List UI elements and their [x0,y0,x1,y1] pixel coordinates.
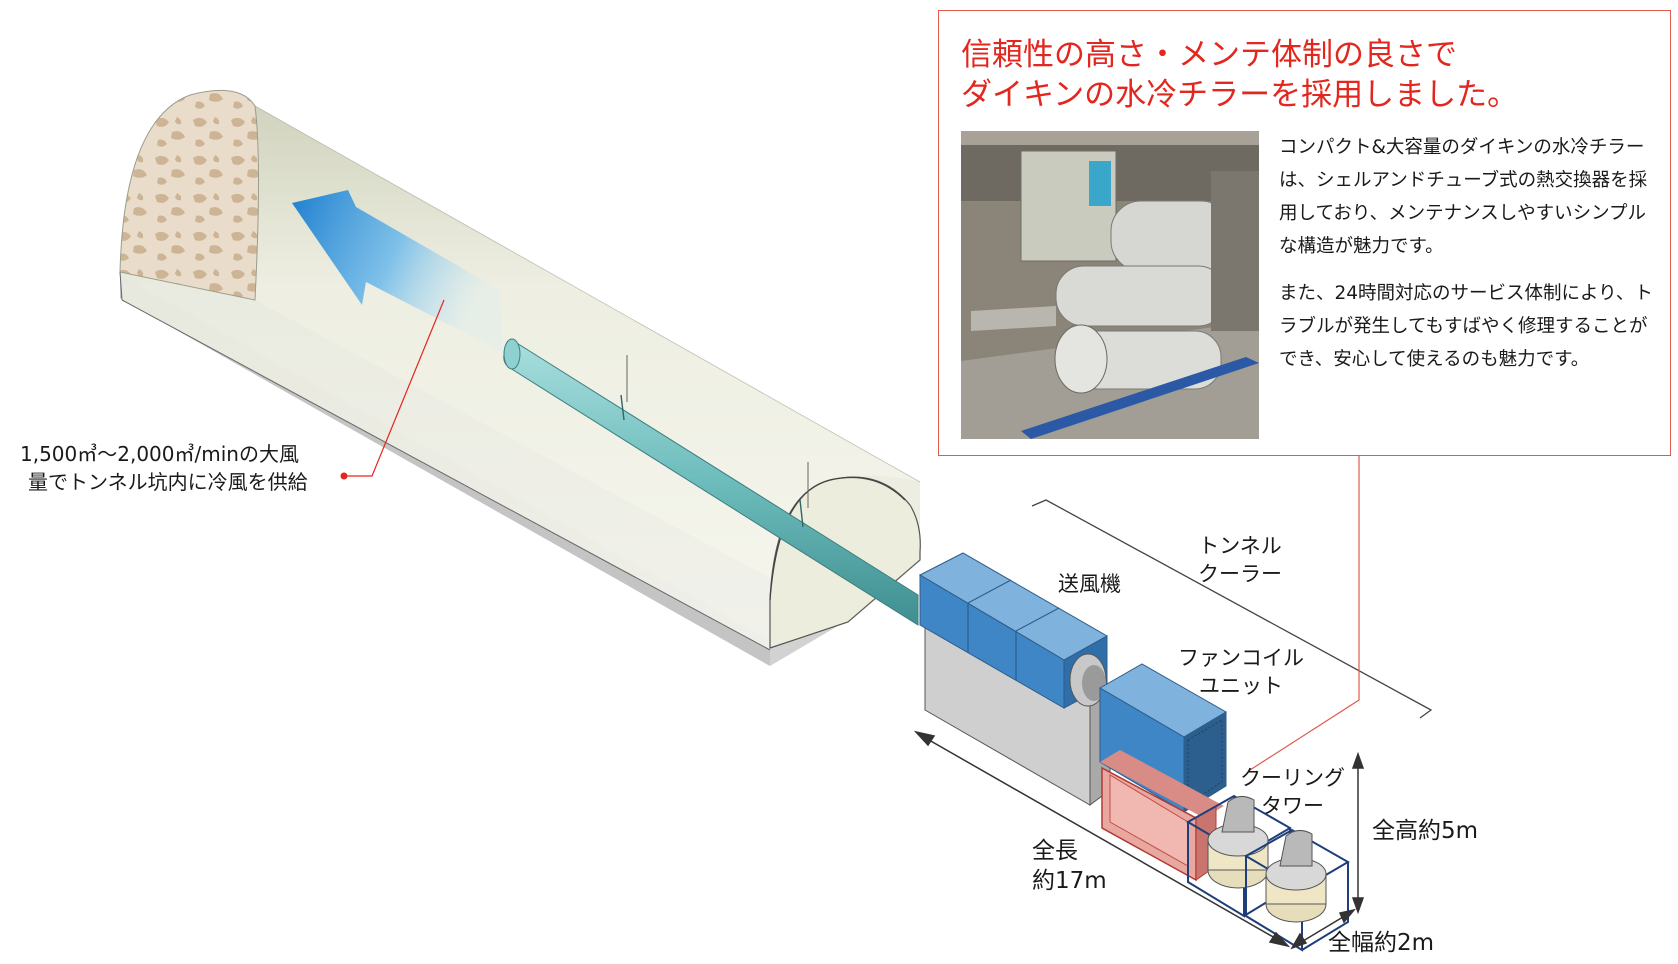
duct-end [503,338,521,370]
tower1-fan-hood [1221,796,1255,833]
tunnel-cooler-label-line2: クーラー [1198,562,1282,586]
blower-top-divider-1 [967,579,1012,604]
callout-body: コンパクト&大容量のダイキンの水冷チラーは、シェルアンドチューブ式の熱交換器を採… [1279,131,1659,390]
blower-top-divider-2 [1015,607,1060,632]
tunnel-portal-rim [769,476,906,601]
airflow-label-line2: 量でトンネル坑内に冷風を供給 [28,470,308,494]
airflow-label: 1,500㎥〜2,000㎥/minの大風 量でトンネル坑内に冷風を供給 [20,440,308,496]
tunnel-cooler-label: トンネル クーラー [1198,532,1282,588]
dimension-length [913,730,1291,948]
duct-joint-2 [799,499,804,528]
tunnel [119,89,921,666]
callout-title: 信頼性の高さ・メンテ体制の良さで ダイキンの水冷チラーを採用しました。 [961,35,1518,115]
fan-coil-label-line1: ファンコイル [1178,646,1304,670]
tunnel-cooler-bracket [1031,499,1433,719]
total-length-label-line2: 約17m [1032,868,1107,894]
callout-title-line2: ダイキンの水冷チラーを採用しました。 [961,77,1519,113]
cooling-tower-label-line2: タワー [1261,794,1324,818]
dimension-height [1351,751,1365,915]
tower2-fan-hood [1279,830,1313,867]
tunnel-cooler-label-line1: トンネル [1198,534,1282,558]
dimension-width [1290,908,1356,950]
total-width-label: 全幅約2m [1328,930,1435,956]
airflow-leader-dot [340,472,348,480]
callout-paragraph-2: また、24時間対応のサービス体制により、トラブルが発生してもすばやく修理すること… [1279,283,1653,370]
tunnel-top-line [254,105,921,483]
total-length-label: 全長 約17m [1032,836,1107,896]
callout-leader-line [1249,456,1360,771]
chiller-top [1100,750,1224,818]
tower1-frame [1185,794,1292,918]
chiller-box [1100,750,1224,882]
cooling-tower-2 [1243,828,1350,952]
callout-paragraph-1: コンパクト&大容量のダイキンの水冷チラーは、シェルアンドチューブ式の熱交換器を採… [1279,137,1648,257]
total-height-label: 全高約5m [1372,818,1479,844]
cold-air-arrow [292,190,502,352]
fan-coil-label-line2: ユニット [1199,674,1283,698]
cooling-towers [1185,794,1350,952]
duct-joint-1 [620,394,625,421]
airflow-label-line1: 1,500㎥〜2,000㎥/minの大風 [20,442,299,466]
tower2-frame [1243,828,1350,952]
fan-coil-label: ファンコイル ユニット [1178,644,1304,700]
total-length-label-line1: 全長 [1032,838,1078,864]
chiller-callout: 信頼性の高さ・メンテ体制の良さで ダイキンの水冷チラーを採用しました。 コンパ [938,10,1671,456]
cooling-tower-label: クーリング タワー [1240,764,1345,820]
chiller-photo [961,131,1259,439]
air-duct [503,338,919,626]
airflow-leader-line [346,299,445,477]
tunnel-face [119,89,259,301]
callout-title-line1: 信頼性の高さ・メンテ体制の良さで [961,37,1457,73]
fcu-grille [1187,719,1223,805]
cooling-tower-label-line1: クーリング [1240,766,1345,790]
blower-label: 送風機 [1058,572,1121,596]
